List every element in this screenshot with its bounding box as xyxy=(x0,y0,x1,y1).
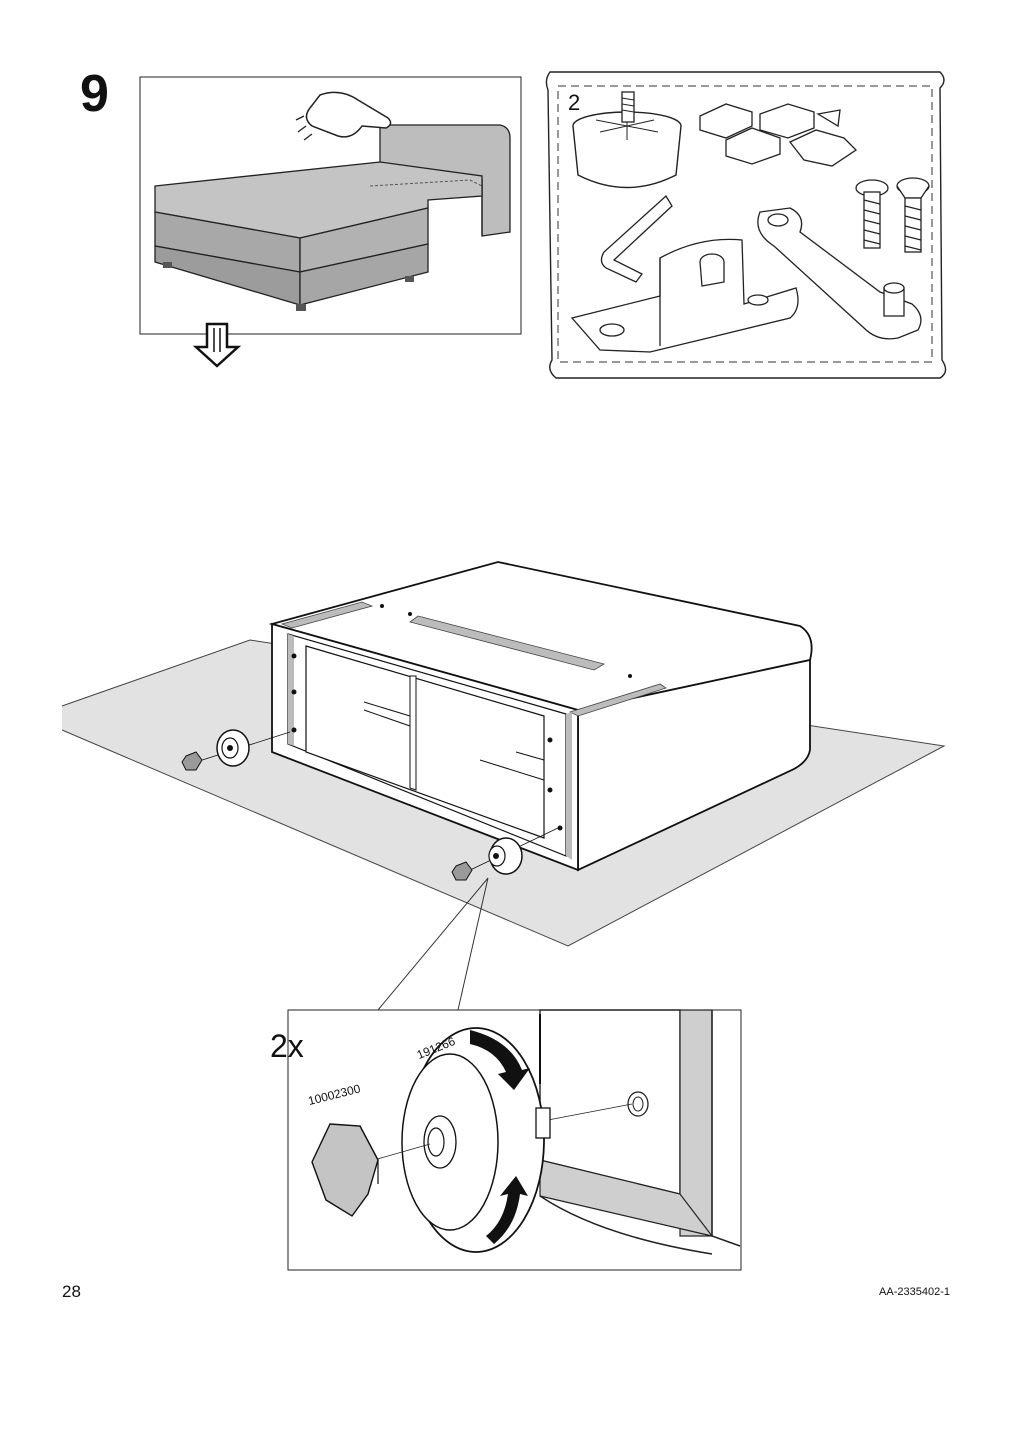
screws-image xyxy=(855,177,930,253)
detail-panel xyxy=(287,1009,742,1271)
chaise-sofa-panel xyxy=(139,76,522,368)
wheel-part-image xyxy=(572,91,682,189)
assembly-scene xyxy=(61,561,946,947)
document-code: AA-2335402-1 xyxy=(879,1286,950,1298)
bracket-image xyxy=(570,238,799,353)
parts-panel xyxy=(545,71,947,379)
hex-pads-image xyxy=(699,103,858,167)
step-number: 9 xyxy=(80,65,109,123)
detail-quantity-label: 2x xyxy=(270,1028,304,1064)
allen-key-image xyxy=(600,194,673,283)
parts-quantity-label: 2 xyxy=(568,90,581,115)
connector-plate-image xyxy=(757,207,922,340)
page-number: 28 xyxy=(62,1282,81,1301)
